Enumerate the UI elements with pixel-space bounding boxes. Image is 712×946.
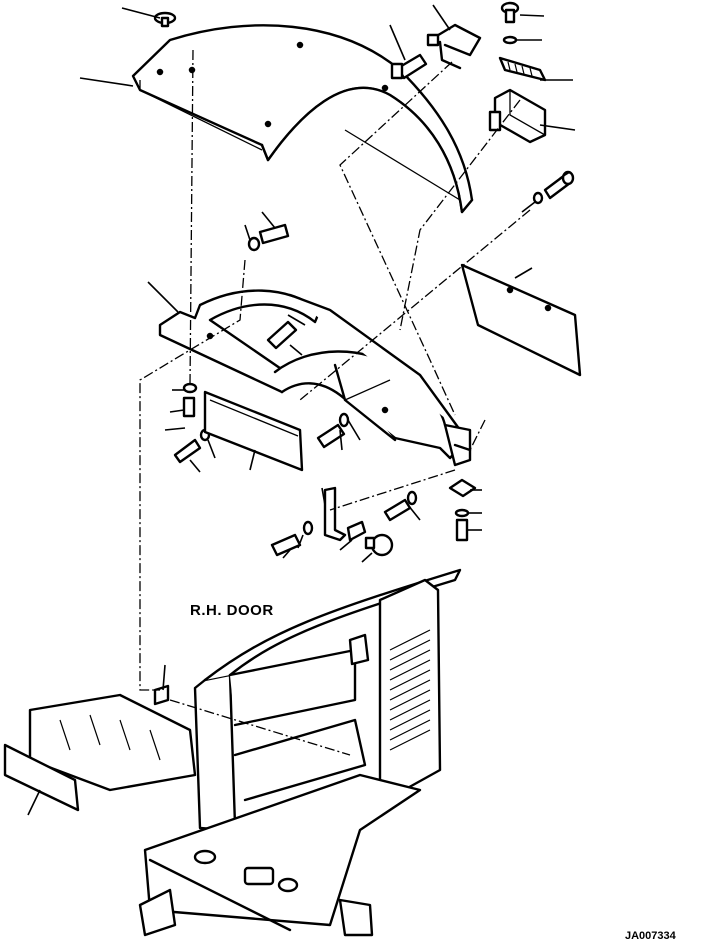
lower-bracket	[270, 486, 418, 557]
side-plate	[460, 263, 582, 377]
right-bolt-pair	[532, 170, 575, 205]
middle-bolt-3	[316, 412, 350, 449]
door-callout-label: R.H. DOOR	[190, 602, 274, 619]
small-label-plate	[153, 684, 170, 706]
guide-lines	[139, 49, 531, 756]
left-bolt-stack	[173, 382, 211, 464]
middle-bolt-1	[247, 223, 290, 252]
latch-plate	[498, 56, 547, 82]
lock-block	[488, 88, 547, 144]
handle-bolt	[390, 53, 428, 80]
lower-left-plate	[3, 743, 80, 812]
right-small-parts	[448, 478, 477, 542]
base-frame	[28, 693, 422, 937]
top-right-bolt	[500, 1, 520, 45]
handle	[426, 23, 482, 70]
drawing-code: JA007334	[625, 930, 676, 942]
small-plate	[203, 390, 304, 472]
top-cap-bolt	[153, 11, 177, 28]
top-cover	[131, 24, 474, 214]
middle-bolt-2	[266, 320, 298, 350]
leader-lines	[27, 4, 576, 816]
